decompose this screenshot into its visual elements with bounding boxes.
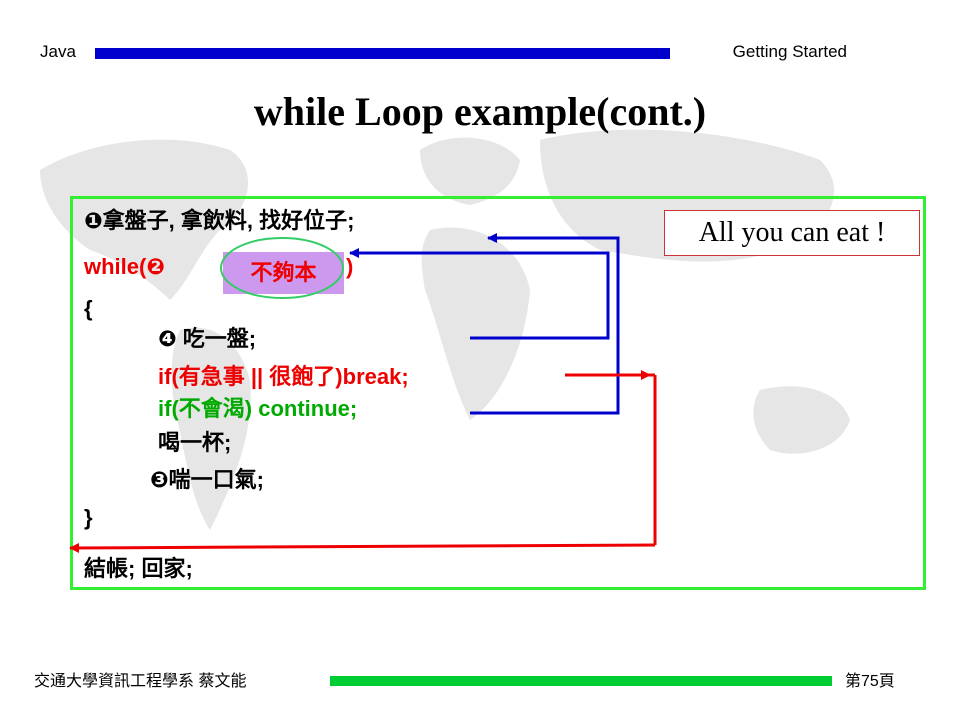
condition-ellipse — [220, 237, 344, 299]
slide-title: while Loop example(cont.) — [253, 89, 707, 134]
header-right-label: Getting Started — [732, 42, 847, 61]
header-bar — [95, 48, 670, 59]
footer-department: 交通大學資訊工程學系 蔡文能 — [34, 673, 247, 690]
code-line-while-close: ) — [346, 254, 354, 279]
footer-page-number: 第75頁 — [845, 673, 895, 690]
code-line-eat: ❹ 吃一盤; — [158, 326, 257, 351]
condition-highlight: 不夠本 — [223, 252, 344, 294]
header-left-label: Java — [40, 42, 76, 61]
code-line-checkout: 結帳; 回家; — [84, 556, 193, 581]
code-line-while-open: while(❷ — [84, 254, 165, 279]
code-line-setup: ❶拿盤子, 拿飲料, 找好位子; — [84, 208, 355, 233]
code-line-brace-close: } — [84, 505, 93, 530]
code-line-if-continue: if(不會渴) continue; — [158, 396, 358, 421]
continue-arrow — [349, 233, 620, 415]
code-line-breathe: ❸喘一口氣; — [150, 467, 264, 492]
code-line-drink: 喝一杯; — [158, 430, 232, 455]
code-line-if-break: if(有急事 || 很飽了)break; — [158, 364, 409, 389]
break-arrow — [69, 370, 657, 553]
footer-bar — [330, 676, 832, 686]
code-frame — [70, 196, 926, 590]
code-line-brace-open: { — [84, 296, 93, 321]
all-you-can-eat-note: All you can eat ! — [664, 210, 920, 256]
